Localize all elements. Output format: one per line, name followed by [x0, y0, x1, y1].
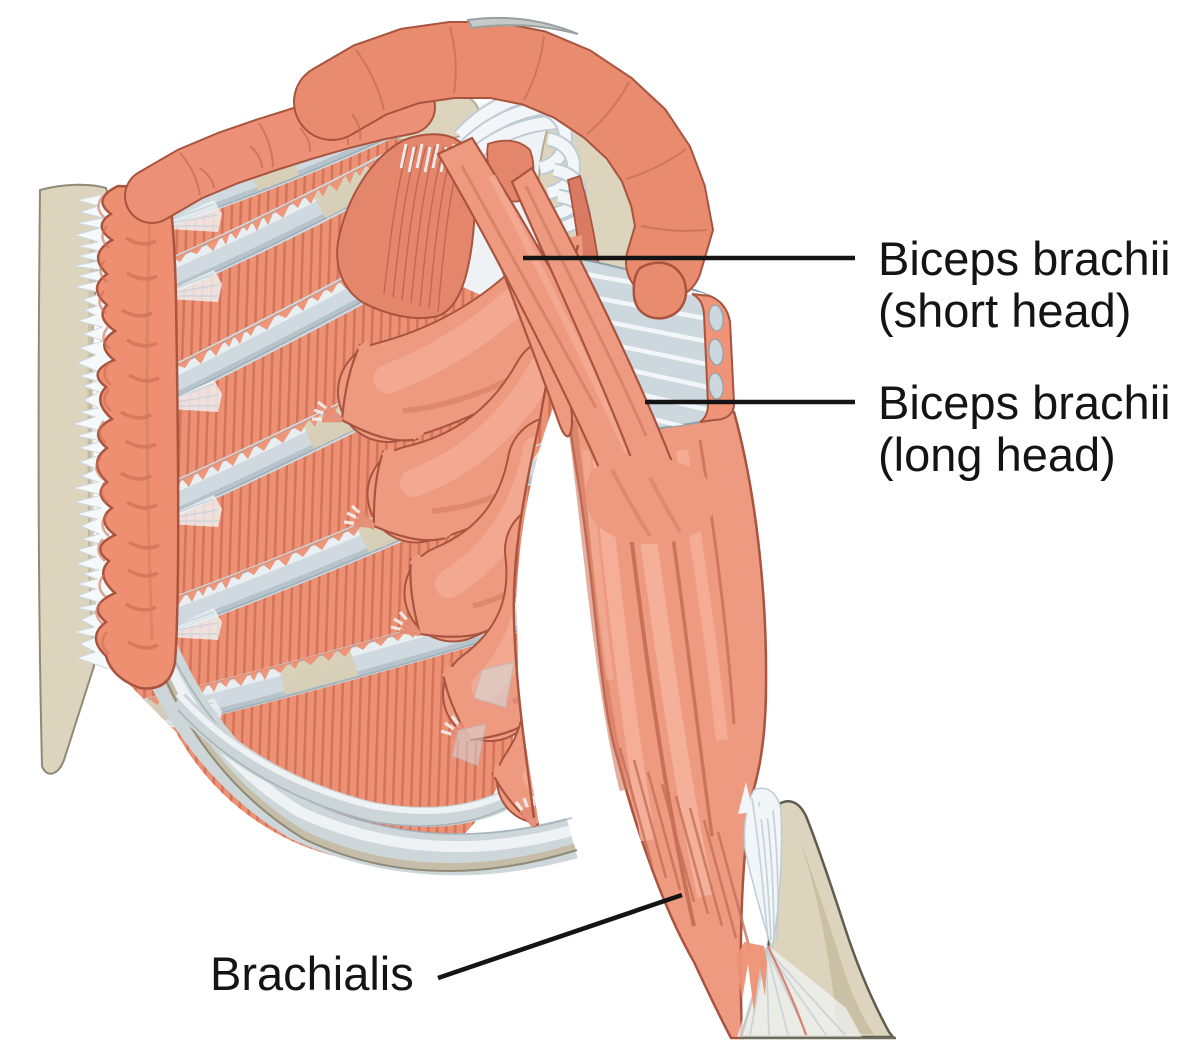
- svg-text:(long head): (long head): [878, 428, 1116, 481]
- svg-text:Brachialis: Brachialis: [210, 947, 414, 1000]
- svg-text:(short head): (short head): [878, 284, 1131, 337]
- svg-text:Biceps brachii: Biceps brachii: [878, 376, 1171, 429]
- svg-text:Biceps brachii: Biceps brachii: [878, 232, 1171, 285]
